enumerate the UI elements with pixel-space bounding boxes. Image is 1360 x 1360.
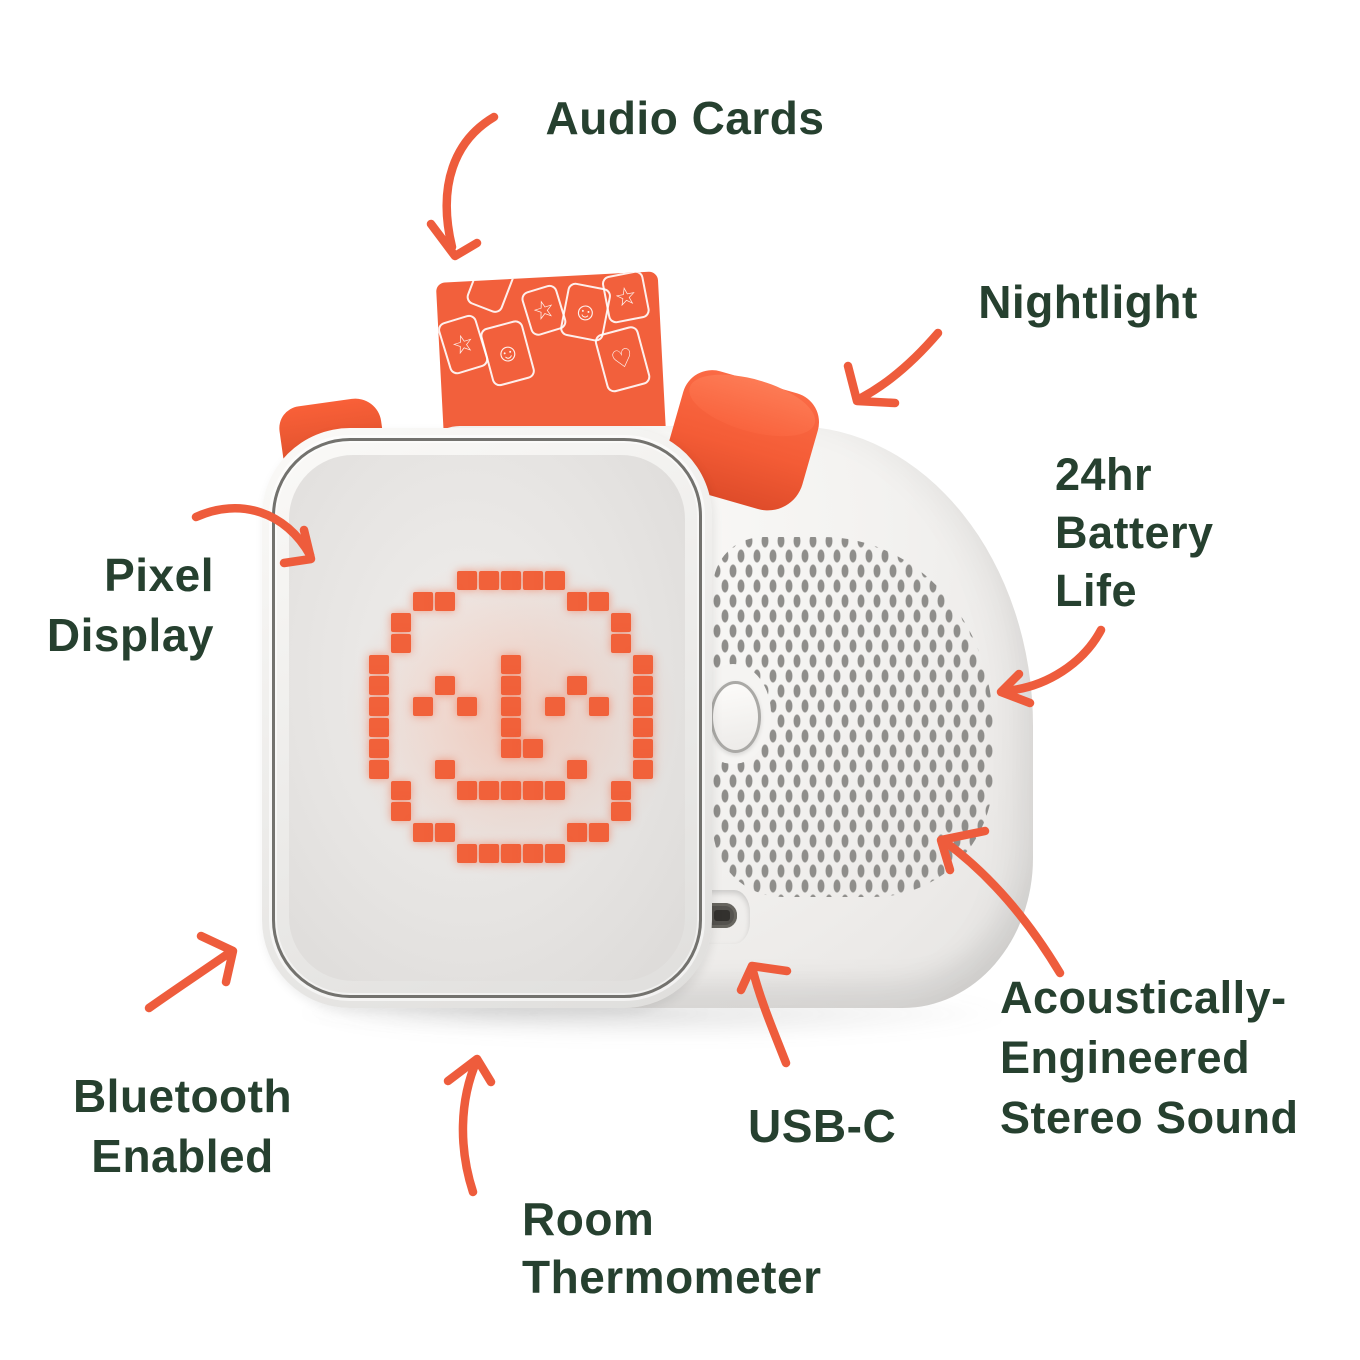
label-line: Pixel — [104, 549, 214, 601]
pixel-lit — [457, 781, 477, 800]
pixel-lit — [391, 802, 411, 821]
label-text: Nightlight — [978, 276, 1198, 328]
pixel-lit — [501, 676, 521, 695]
pixel-lit — [501, 781, 521, 800]
label-stereo-sound: Acoustically- Engineered Stereo Sound — [1000, 968, 1345, 1148]
pixel-lit — [369, 739, 389, 758]
pixel-lit — [611, 802, 631, 821]
label-audio-cards: Audio Cards — [530, 88, 840, 148]
pixel-lit — [633, 697, 653, 716]
pixel-lit — [435, 592, 455, 611]
pixel-lit — [369, 718, 389, 737]
battery-arrow — [996, 625, 1106, 708]
label-line: Battery — [1055, 507, 1214, 558]
usb-c-pin — [714, 910, 730, 921]
label-pixel-display: Pixel Display — [28, 545, 214, 665]
pixel-lit — [611, 781, 631, 800]
pixel-lit — [567, 760, 587, 779]
pixel-lit — [545, 697, 565, 716]
pixel-lit — [479, 844, 499, 863]
pixel-lit — [457, 571, 477, 590]
nightlight-arrow — [843, 328, 943, 408]
pixel-lit — [457, 844, 477, 863]
pixel-face — [369, 571, 653, 863]
pixel-lit — [369, 655, 389, 674]
side-button — [710, 681, 761, 753]
pixel-lit — [567, 823, 587, 842]
pixel-lit — [633, 739, 653, 758]
pixel-lit — [633, 676, 653, 695]
pixel-lit — [523, 571, 543, 590]
pixel-lit — [567, 592, 587, 611]
label-line: Stereo Sound — [1000, 1092, 1299, 1143]
label-text: Audio Cards — [545, 92, 825, 144]
pixel-lit — [589, 823, 609, 842]
label-line: 24hr — [1055, 449, 1153, 500]
pixel-lit — [501, 739, 521, 758]
pixel-lit — [391, 634, 411, 653]
pixel-glow — [339, 550, 684, 885]
label-line: Thermometer — [522, 1251, 822, 1303]
pixel-lit — [457, 697, 477, 716]
pixel-lit — [589, 697, 609, 716]
label-line: Life — [1055, 565, 1138, 616]
pixel-lit — [523, 739, 543, 758]
pixel-lit — [611, 634, 631, 653]
panel-groove — [272, 438, 702, 998]
pixel-lit — [479, 781, 499, 800]
pixel-lit — [501, 844, 521, 863]
pixel-display-arrow — [191, 504, 316, 568]
pixel-lit — [545, 844, 565, 863]
label-line: Enabled — [91, 1130, 274, 1182]
label-usb-c: USB-C — [748, 1096, 948, 1156]
bluetooth-arrow — [144, 931, 238, 1013]
pixel-lit — [435, 760, 455, 779]
pixel-lit — [633, 655, 653, 674]
pixel-lit — [523, 844, 543, 863]
label-bluetooth: Bluetooth Enabled — [55, 1066, 310, 1186]
pixel-lit — [523, 781, 543, 800]
pixel-lit — [479, 571, 499, 590]
pixel-lit — [435, 823, 455, 842]
front-panel — [262, 428, 712, 1008]
label-line: Acoustically- — [1000, 972, 1287, 1023]
pixel-lit — [391, 613, 411, 632]
pixel-lit — [633, 718, 653, 737]
pixel-lit — [369, 676, 389, 695]
pixel-lit — [501, 655, 521, 674]
usb-c-arrow — [736, 961, 792, 1068]
stereo-sound-arrow — [936, 826, 1065, 978]
room-thermometer-arrow — [443, 1054, 496, 1197]
label-line: Bluetooth — [72, 1070, 293, 1122]
pixel-lit — [567, 676, 587, 695]
pixel-lit — [501, 697, 521, 716]
label-line: Room — [522, 1193, 655, 1245]
pixel-lit — [413, 697, 433, 716]
pixel-lit — [413, 592, 433, 611]
pixel-lit — [589, 592, 609, 611]
label-room-thermometer: Room Thermometer — [522, 1190, 882, 1306]
pixel-lit — [501, 718, 521, 737]
label-nightlight: Nightlight — [960, 272, 1216, 332]
audio-cards-arrow — [426, 112, 499, 261]
label-text: USB-C — [748, 1100, 897, 1152]
pixel-lit — [369, 760, 389, 779]
label-battery: 24hr Battery Life — [1055, 446, 1315, 620]
pixel-lit — [611, 613, 631, 632]
pixel-lit — [391, 781, 411, 800]
pixel-lit — [633, 760, 653, 779]
pixel-lit — [413, 823, 433, 842]
pixel-lit — [545, 781, 565, 800]
pixel-display-screen — [289, 455, 685, 981]
label-line: Display — [46, 609, 214, 661]
pixel-lit — [545, 571, 565, 590]
label-line: Engineered — [1000, 1032, 1251, 1083]
pixel-lit — [435, 676, 455, 695]
pixel-lit — [369, 697, 389, 716]
pixel-lit — [501, 571, 521, 590]
